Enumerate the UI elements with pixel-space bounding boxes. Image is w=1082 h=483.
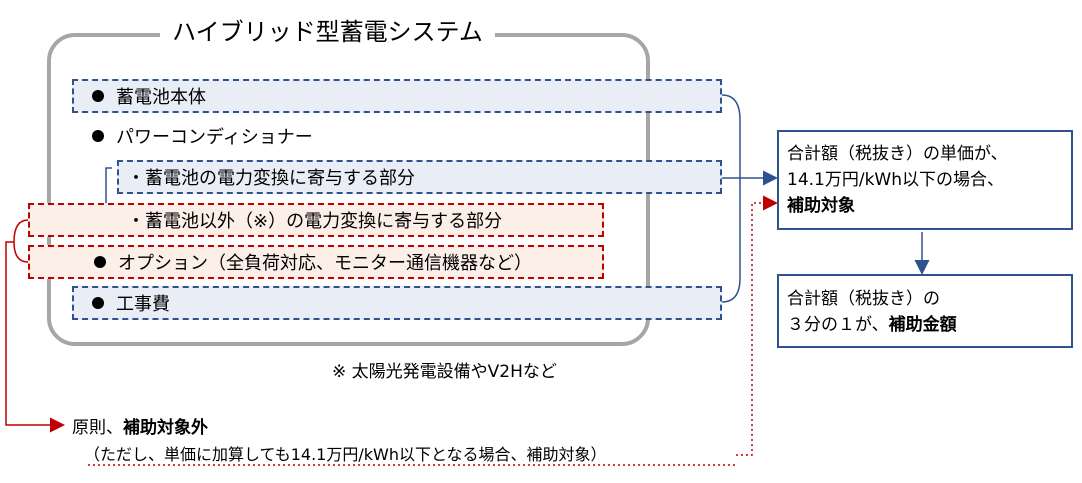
- result-top-bold: 補助対象: [787, 196, 855, 216]
- system-title: ハイブリッド型蓄電システム: [160, 12, 495, 52]
- right-brace-line: [721, 94, 741, 303]
- result-top-line1: 合計額（税抜き）の単価が、: [787, 144, 1008, 164]
- pcs-other-part-row: ・蓄電池以外（※）の電力変換に寄与する部分: [28, 203, 604, 237]
- bullet-icon: [92, 130, 104, 142]
- result-bottom-box: 合計額（税抜き）の ３分の１が、補助金額: [777, 274, 1073, 348]
- bullet-icon: [94, 256, 106, 268]
- bottom-note-line1: 原則、補助対象外: [72, 413, 208, 438]
- bullet-icon: [92, 297, 104, 309]
- pcs-other-part-label: ・蓄電池以外（※）の電力変換に寄与する部分: [127, 211, 503, 232]
- result-bottom-bold: 補助金額: [888, 315, 957, 335]
- result-top-line2: 14.1万円/kWh以下の場合、: [787, 170, 1005, 190]
- power-conditioner-label: パワーコンディショナー: [116, 127, 313, 148]
- battery-body-label: 蓄電池本体: [116, 87, 206, 108]
- result-bottom-line1: 合計額（税抜き）の: [787, 289, 940, 309]
- options-label: オプション（全負荷対応、モニター通信機器など）: [118, 253, 532, 274]
- construction-label: 工事費: [116, 294, 170, 315]
- result-top-box: 合計額（税抜き）の単価が、 14.1万円/kWh以下の場合、 補助対象: [777, 130, 1073, 230]
- left-red-brace: [13, 219, 29, 263]
- bullet-icon: [92, 90, 104, 102]
- pcs-battery-part-row: ・蓄電池の電力変換に寄与する部分: [117, 160, 722, 194]
- pcs-battery-part-label: ・蓄電池の電力変換に寄与する部分: [127, 168, 415, 189]
- dotted-arrow-to-result: [736, 195, 778, 456]
- footnote: ※ 太陽光発電設備やV2Hなど: [332, 362, 557, 382]
- bottom-note-bold: 補助対象外: [123, 418, 208, 438]
- power-conditioner-row: パワーコンディショナー: [72, 121, 472, 151]
- bottom-note-prefix: 原則、: [72, 418, 123, 438]
- bottom-note-line2: （ただし、単価に加算しても14.1万円/kWh以下となる場合、補助対象）: [84, 445, 607, 464]
- battery-body-row: 蓄電池本体: [72, 79, 722, 113]
- options-row: オプション（全負荷対応、モニター通信機器など）: [28, 245, 604, 279]
- red-arrow-to-note: [5, 241, 65, 433]
- result-bottom-prefix: ３分の１が、: [787, 315, 889, 335]
- construction-row: 工事費: [72, 286, 722, 320]
